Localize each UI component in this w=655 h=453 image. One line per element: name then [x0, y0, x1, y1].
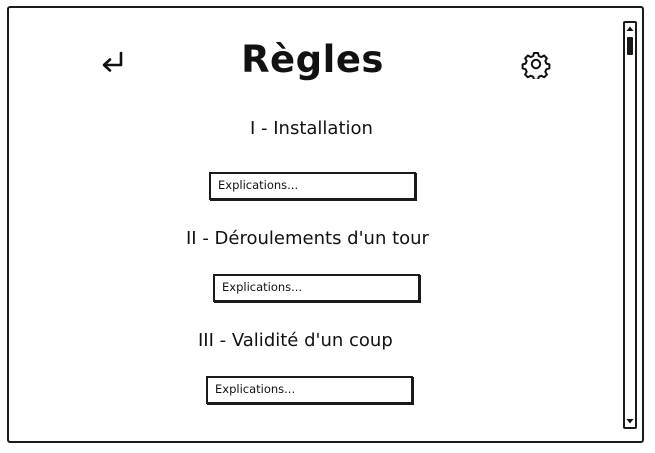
explanation-field-validite[interactable]: Explications... [206, 376, 413, 404]
explanation-field-installation[interactable]: Explications... [209, 172, 416, 200]
window-frame [7, 6, 644, 443]
settings-button[interactable] [521, 49, 551, 81]
scroll-down-arrow-icon[interactable] [625, 415, 635, 427]
return-arrow-icon [102, 51, 123, 72]
back-button[interactable] [98, 48, 130, 78]
page-title: Règles [241, 38, 384, 81]
explanation-field-deroulement[interactable]: Explications... [213, 274, 420, 302]
scroll-up-arrow-icon[interactable] [625, 23, 635, 35]
section-heading-installation: I - Installation [250, 118, 373, 139]
scrollbar-thumb[interactable] [627, 37, 633, 55]
section-heading-validite: III - Validité d'un coup [198, 330, 393, 351]
vertical-scrollbar[interactable] [623, 21, 637, 429]
section-heading-deroulement: II - Déroulements d'un tour [186, 228, 429, 249]
gear-icon [521, 52, 551, 81]
